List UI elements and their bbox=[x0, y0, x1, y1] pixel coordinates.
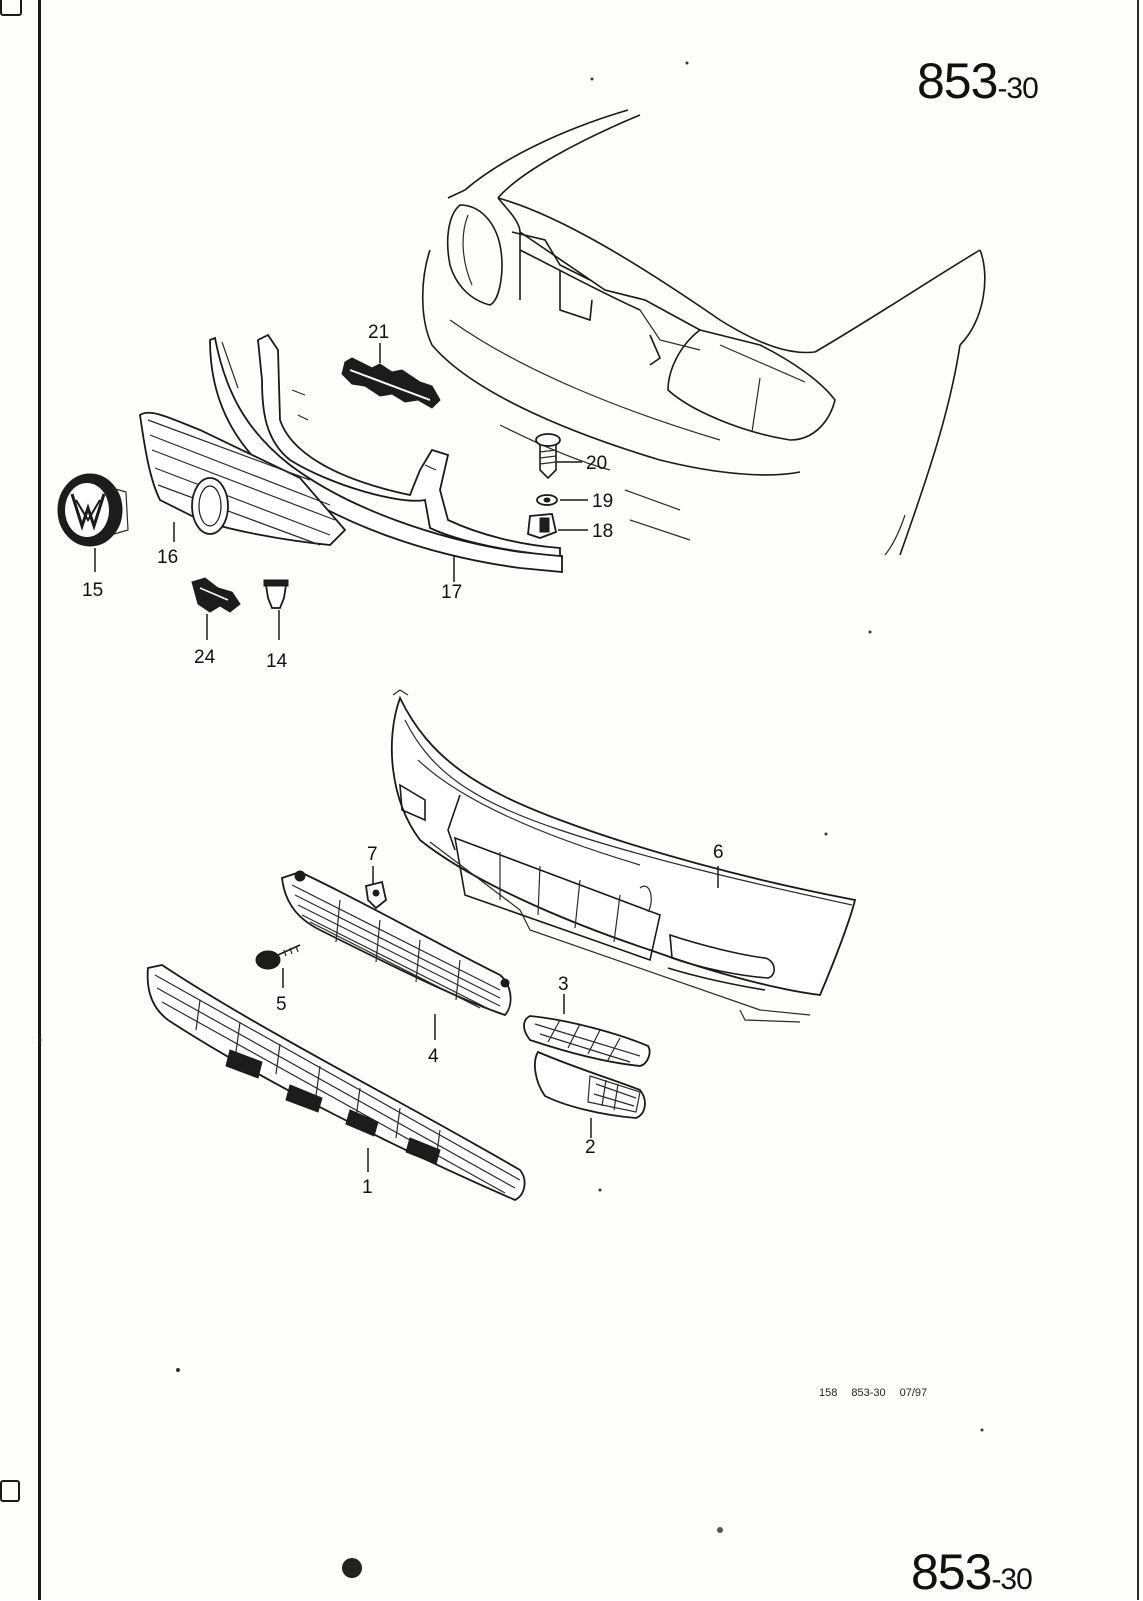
speck-small bbox=[717, 1527, 723, 1533]
part-5-screw bbox=[255, 944, 301, 970]
speck-dot bbox=[868, 630, 872, 634]
part-16-radiator-grille bbox=[139, 411, 347, 546]
speck-dot bbox=[980, 1428, 984, 1432]
page-number-suffix: -30 bbox=[997, 72, 1038, 105]
callout-2: 2 bbox=[585, 1137, 596, 1158]
speck-dot bbox=[685, 61, 689, 65]
part-7-retaining-clip bbox=[364, 880, 388, 910]
scan-specks bbox=[38, 61, 984, 1578]
speck-dot bbox=[590, 77, 594, 81]
part-2-lower-side-grille bbox=[534, 1050, 646, 1119]
part-20-screw bbox=[535, 433, 561, 480]
part-24-clip bbox=[191, 577, 241, 613]
callout-20: 20 bbox=[586, 453, 607, 474]
page-number-main: 853 bbox=[911, 1544, 992, 1600]
callout-15: 15 bbox=[82, 580, 103, 601]
callout-numbers: 21 20 19 18 17 16 15 24 14 6 7 5 4 3 2 1 bbox=[82, 322, 724, 1198]
punch-hole-bottom bbox=[0, 1480, 20, 1502]
callout-4: 4 bbox=[428, 1046, 439, 1067]
page-number-suffix: -30 bbox=[991, 1563, 1032, 1596]
callout-6: 6 bbox=[713, 842, 724, 863]
callout-7: 7 bbox=[367, 844, 378, 865]
callout-24: 24 bbox=[194, 647, 216, 668]
part-18-clip-nut bbox=[527, 513, 558, 539]
part-3-upper-side-grille bbox=[523, 1015, 651, 1067]
sheet-number: 158 bbox=[819, 1387, 838, 1399]
leader-lines bbox=[94, 343, 719, 1172]
part-14-expanding-nut bbox=[263, 579, 289, 609]
speck-dot bbox=[38, 1038, 42, 1042]
sheet-date: 07/97 bbox=[899, 1387, 928, 1399]
sheet-group: 853-30 bbox=[851, 1387, 886, 1399]
page-number-main: 853 bbox=[917, 53, 998, 109]
callout-3: 3 bbox=[558, 974, 569, 995]
speck-dot bbox=[824, 832, 828, 836]
callout-1: 1 bbox=[362, 1177, 373, 1198]
callout-16: 16 bbox=[157, 547, 178, 568]
sheet-reference: 158 853-30 07/97 bbox=[819, 1387, 941, 1399]
callout-21: 21 bbox=[368, 322, 389, 343]
part-4-lower-grille bbox=[281, 870, 512, 1017]
binding-margin-line bbox=[38, 0, 41, 1600]
part-15-vw-emblem bbox=[57, 473, 129, 547]
callout-19: 19 bbox=[592, 491, 613, 512]
punch-hole-top bbox=[0, 0, 22, 16]
page-number-bottom: 853-30 bbox=[911, 1543, 1033, 1601]
part-6-bumper-cover bbox=[390, 689, 857, 1023]
callout-14: 14 bbox=[266, 651, 288, 672]
right-edge-line bbox=[1137, 0, 1139, 1600]
page-number-top: 853-30 bbox=[917, 52, 1039, 110]
callout-5: 5 bbox=[276, 994, 287, 1015]
part-19-washer bbox=[536, 494, 558, 506]
part-1-air-guide-grille bbox=[146, 964, 526, 1201]
callout-17: 17 bbox=[441, 582, 462, 603]
part-21-emblem-strip bbox=[341, 357, 441, 409]
speck-dot bbox=[176, 1368, 180, 1372]
vehicle-front-outline bbox=[421, 109, 986, 556]
part-17-grille-frame bbox=[209, 333, 563, 573]
callout-18: 18 bbox=[592, 521, 613, 542]
speck-dot bbox=[598, 1188, 602, 1192]
speck-large bbox=[342, 1558, 362, 1578]
